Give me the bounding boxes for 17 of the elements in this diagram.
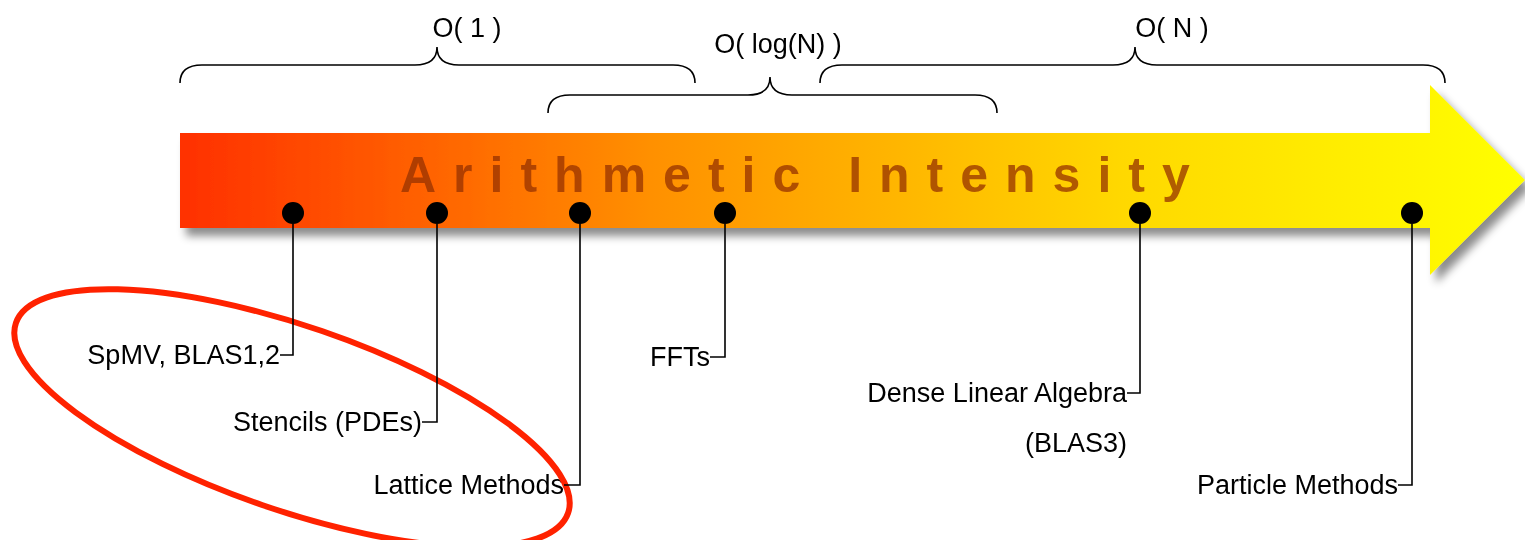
method-label: Dense Linear Algebra (BLAS3)	[827, 368, 1127, 468]
method-label: FFTs	[650, 341, 710, 373]
leader-line	[563, 223, 581, 486]
intensity-arrow	[180, 85, 1525, 275]
leader-line	[1126, 223, 1141, 394]
leader-line	[1397, 223, 1413, 486]
axis-title: Arithmetic Intensity	[400, 147, 1207, 203]
complexity-label: O( N )	[1134, 12, 1210, 44]
method-label: Stencils (PDEs)	[232, 406, 422, 438]
leader-line	[709, 223, 726, 358]
method-label: SpMV, BLAS1,2	[87, 339, 280, 371]
method-label: Lattice Methods	[373, 469, 564, 501]
complexity-label: O( 1 )	[431, 12, 503, 44]
complexity-label: O( log(N) )	[713, 28, 843, 60]
leader-line	[421, 223, 438, 423]
method-label: Particle Methods	[1196, 469, 1398, 501]
leader-line	[279, 223, 294, 356]
